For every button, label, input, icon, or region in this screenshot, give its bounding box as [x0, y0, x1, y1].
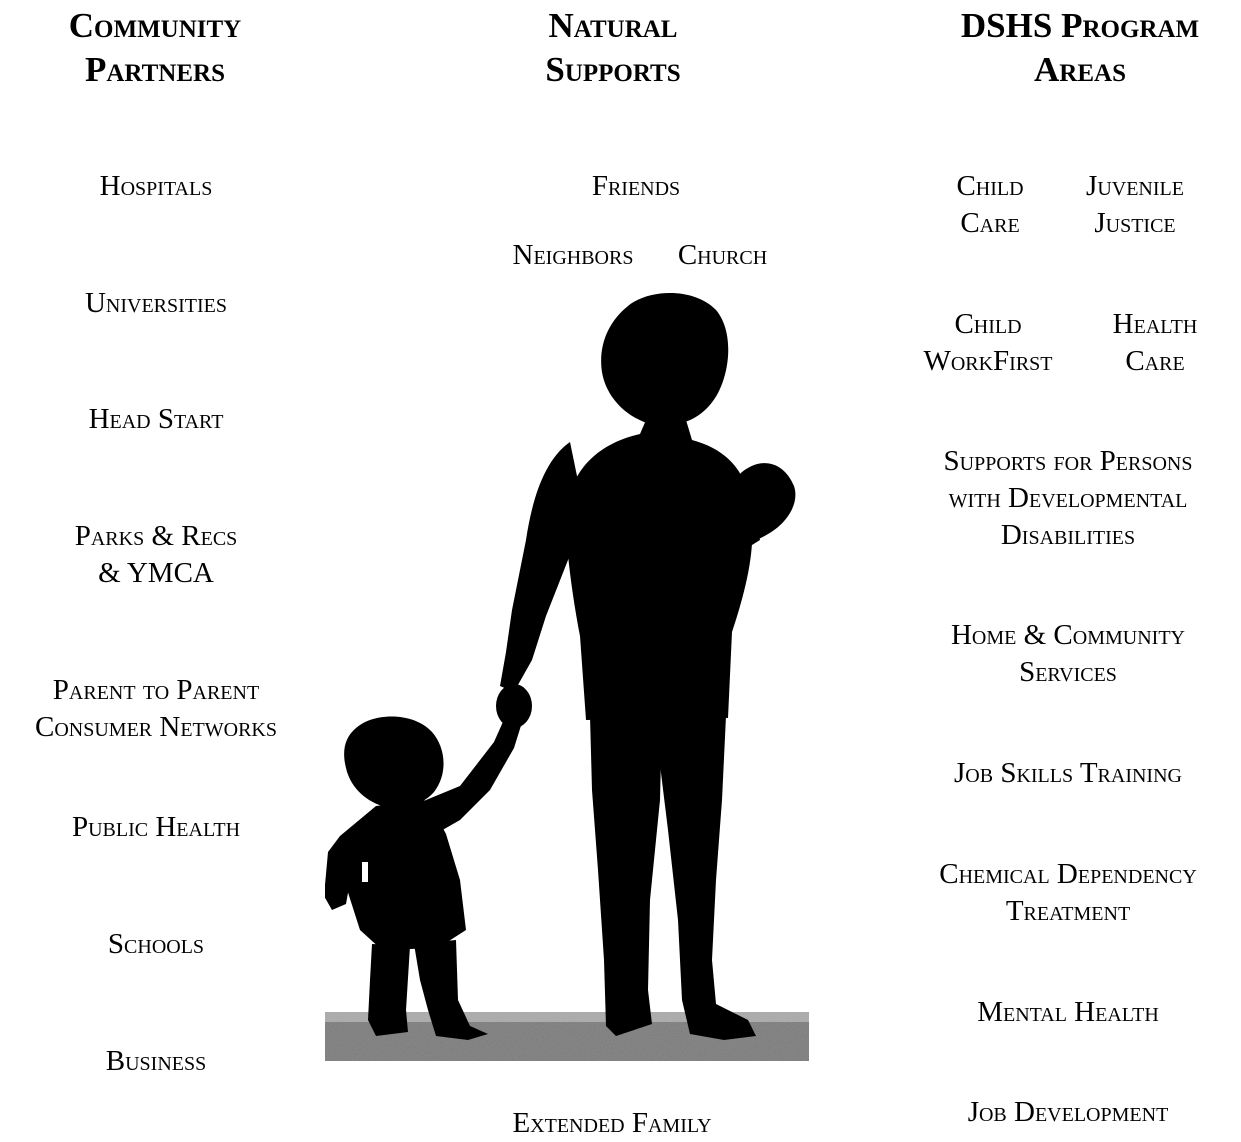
child-leg-left [368, 944, 410, 1036]
partner-hospitals: Hospitals [6, 168, 306, 205]
header-community-partners: Community Partners [30, 4, 280, 92]
partner-label: Head Start [88, 403, 224, 435]
program-juvenile-justice: Juvenile Justice [1060, 168, 1210, 242]
header-line: Supports [545, 50, 681, 89]
partner-parks-recs-ymca: Parks & Recs & YMCA [6, 518, 306, 592]
ground-haze [325, 1012, 809, 1022]
program-job-skills: Job Skills Training [908, 755, 1228, 792]
adult-and-child-silhouette [325, 292, 809, 1061]
program-chemical-dependency: Chemical Dependency Treatment [908, 856, 1228, 930]
program-child-care: Child Care [920, 168, 1060, 242]
program-job-development: Job Development [908, 1094, 1228, 1131]
support-label: Extended Family [512, 1107, 712, 1139]
program-label: Job Skills Training [954, 757, 1182, 789]
adult-arm [500, 442, 584, 692]
header-line: Natural [548, 6, 678, 45]
program-label: Child [956, 170, 1024, 202]
partner-label: Parks & Recs [74, 520, 238, 552]
partner-parent-networks: Parent to Parent Consumer Networks [6, 672, 306, 746]
program-label: Juvenile [1086, 170, 1184, 202]
child-back-arm [325, 836, 352, 910]
header-line: DSHS Program [960, 6, 1200, 45]
partner-business: Business [6, 1043, 306, 1080]
program-label: Justice [1094, 207, 1176, 239]
support-label: Friends [591, 170, 681, 202]
program-label: Home & Community [950, 619, 1185, 651]
program-label: Chemical Dependency [939, 858, 1197, 890]
program-label: Supports for Persons [943, 445, 1193, 477]
program-label: with Developmental [948, 482, 1188, 514]
header-line: Areas [1034, 50, 1126, 89]
program-mental-health: Mental Health [908, 994, 1228, 1031]
program-label: Care [960, 207, 1020, 239]
partner-label: Parent to Parent [52, 674, 260, 706]
header-dshs-program-areas: DSHS Program Areas [930, 4, 1230, 92]
partner-label: & YMCA [98, 557, 214, 589]
adult-leg-right [654, 716, 756, 1040]
program-dd-supports: Supports for Persons with Developmental … [908, 443, 1228, 554]
program-label: Mental Health [977, 996, 1159, 1028]
partner-label: Public Health [71, 811, 241, 843]
child-leg-right [414, 940, 488, 1040]
partner-head-start: Head Start [6, 401, 306, 438]
adult-leg-left [590, 716, 662, 1036]
child-pocket-highlight [362, 862, 368, 882]
header-line: Partners [85, 50, 225, 89]
child-torso [330, 800, 466, 950]
header-line: Community [68, 6, 242, 45]
header-natural-supports: Natural Supports [478, 4, 748, 92]
partner-label: Universities [84, 287, 228, 319]
adult-torso [566, 420, 753, 720]
program-label: Health [1112, 308, 1198, 340]
partner-label: Consumer Networks [35, 711, 277, 743]
program-label: WorkFirst [923, 345, 1053, 377]
support-label: Church [677, 239, 768, 271]
support-church: Church [660, 237, 785, 274]
partner-public-health: Public Health [6, 809, 306, 846]
program-home-community: Home & Community Services [908, 617, 1228, 691]
support-label: Neighbors [512, 239, 634, 271]
program-health-care: Health Care [1080, 306, 1230, 380]
support-extended-family: Extended Family [462, 1105, 762, 1142]
child-arm [426, 706, 524, 836]
support-friends: Friends [486, 168, 786, 205]
adult-right-arm [710, 470, 760, 560]
program-label: Job Development [967, 1096, 1169, 1128]
program-label: Disabilities [1000, 519, 1136, 551]
program-child-workfirst: Child WorkFirst [903, 306, 1073, 380]
program-label: Care [1125, 345, 1185, 377]
program-label: Child [954, 308, 1022, 340]
partner-label: Business [105, 1045, 207, 1077]
partner-schools: Schools [6, 926, 306, 963]
support-neighbors: Neighbors [488, 237, 658, 274]
adult-head [601, 292, 729, 424]
partner-universities: Universities [6, 285, 306, 322]
program-label: Treatment [1005, 895, 1131, 927]
partner-label: Hospitals [99, 170, 213, 202]
child-head [344, 716, 444, 809]
partner-label: Schools [107, 928, 205, 960]
program-label: Services [1019, 656, 1117, 688]
